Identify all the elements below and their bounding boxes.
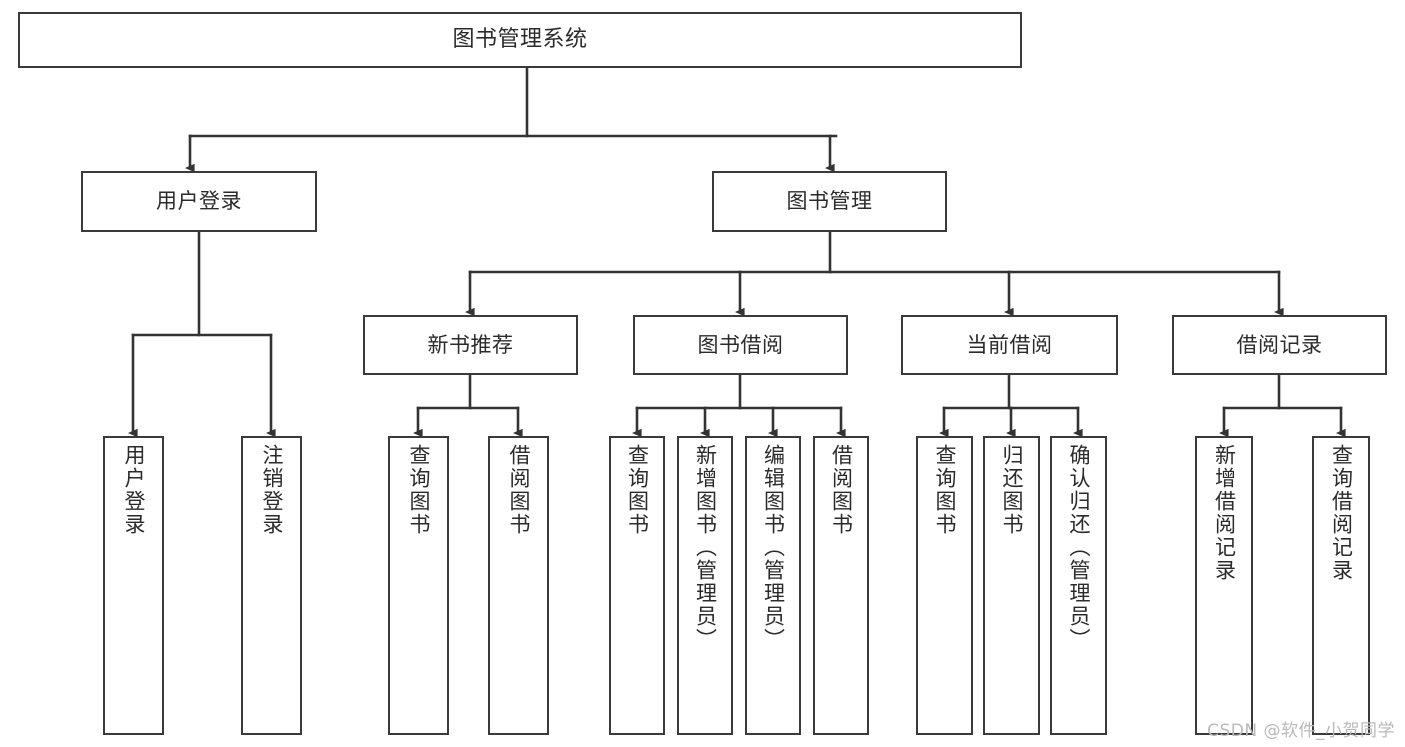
node-borrowing-record[interactable]: 借阅记录 bbox=[1172, 315, 1387, 375]
node-book-management[interactable]: 图书管理 bbox=[712, 171, 947, 232]
node-label: 图书管理 bbox=[786, 189, 873, 214]
node-label: 图书借阅 bbox=[697, 332, 784, 357]
node-label: 新增图书（管理员） bbox=[693, 444, 718, 651]
node-root-book-management-system[interactable]: 图书管理系统 bbox=[18, 12, 1022, 68]
node-user-login[interactable]: 用户登录 bbox=[81, 171, 317, 232]
node-label: 查询图书 bbox=[933, 444, 957, 536]
node-leaf-user-logout[interactable]: 注销登录 bbox=[241, 436, 302, 735]
node-label: 注销登录 bbox=[260, 444, 284, 536]
node-label: 查询借阅记录 bbox=[1329, 444, 1354, 582]
node-leaf-query-book-borrowing[interactable]: 查询图书 bbox=[609, 436, 665, 735]
node-label: 归还图书 bbox=[1000, 444, 1024, 536]
node-leaf-confirm-return-admin[interactable]: 确认归还（管理员） bbox=[1050, 436, 1107, 735]
node-leaf-query-borrow-record[interactable]: 查询借阅记录 bbox=[1312, 436, 1370, 735]
node-book-borrowing[interactable]: 图书借阅 bbox=[633, 315, 848, 375]
node-label: 编辑图书（管理员） bbox=[761, 444, 786, 651]
node-label: 新增借阅记录 bbox=[1212, 444, 1237, 582]
node-current-borrowing[interactable]: 当前借阅 bbox=[901, 315, 1118, 375]
node-leaf-add-book-admin[interactable]: 新增图书（管理员） bbox=[677, 436, 733, 735]
node-label: 借阅图书 bbox=[507, 444, 531, 536]
node-label: 查询图书 bbox=[625, 444, 650, 536]
node-leaf-borrow-book-recommendation[interactable]: 借阅图书 bbox=[488, 436, 549, 735]
node-label: 新书推荐 bbox=[427, 332, 514, 357]
node-label: 当前借阅 bbox=[966, 332, 1053, 357]
node-leaf-edit-book-admin[interactable]: 编辑图书（管理员） bbox=[745, 436, 801, 735]
node-label: 查询图书 bbox=[407, 444, 431, 536]
watermark-text: CSDN @软件_小贺同学 bbox=[1207, 721, 1395, 741]
node-label: 确认归还（管理员） bbox=[1067, 444, 1091, 651]
node-label: 用户登录 bbox=[156, 189, 242, 214]
node-leaf-return-book[interactable]: 归还图书 bbox=[983, 436, 1040, 735]
node-label: 借阅图书 bbox=[829, 444, 854, 536]
node-leaf-query-book-recommendation[interactable]: 查询图书 bbox=[388, 436, 449, 735]
node-label: 借阅记录 bbox=[1236, 332, 1323, 357]
node-leaf-user-login[interactable]: 用户登录 bbox=[103, 436, 164, 735]
node-leaf-query-book-current[interactable]: 查询图书 bbox=[916, 436, 973, 735]
node-new-book-recommendation[interactable]: 新书推荐 bbox=[363, 315, 578, 375]
node-leaf-borrow-book-borrowing[interactable]: 借阅图书 bbox=[813, 436, 869, 735]
node-label: 图书管理系统 bbox=[452, 27, 588, 53]
node-label: 用户登录 bbox=[122, 444, 146, 536]
node-leaf-add-borrow-record[interactable]: 新增借阅记录 bbox=[1195, 436, 1253, 735]
